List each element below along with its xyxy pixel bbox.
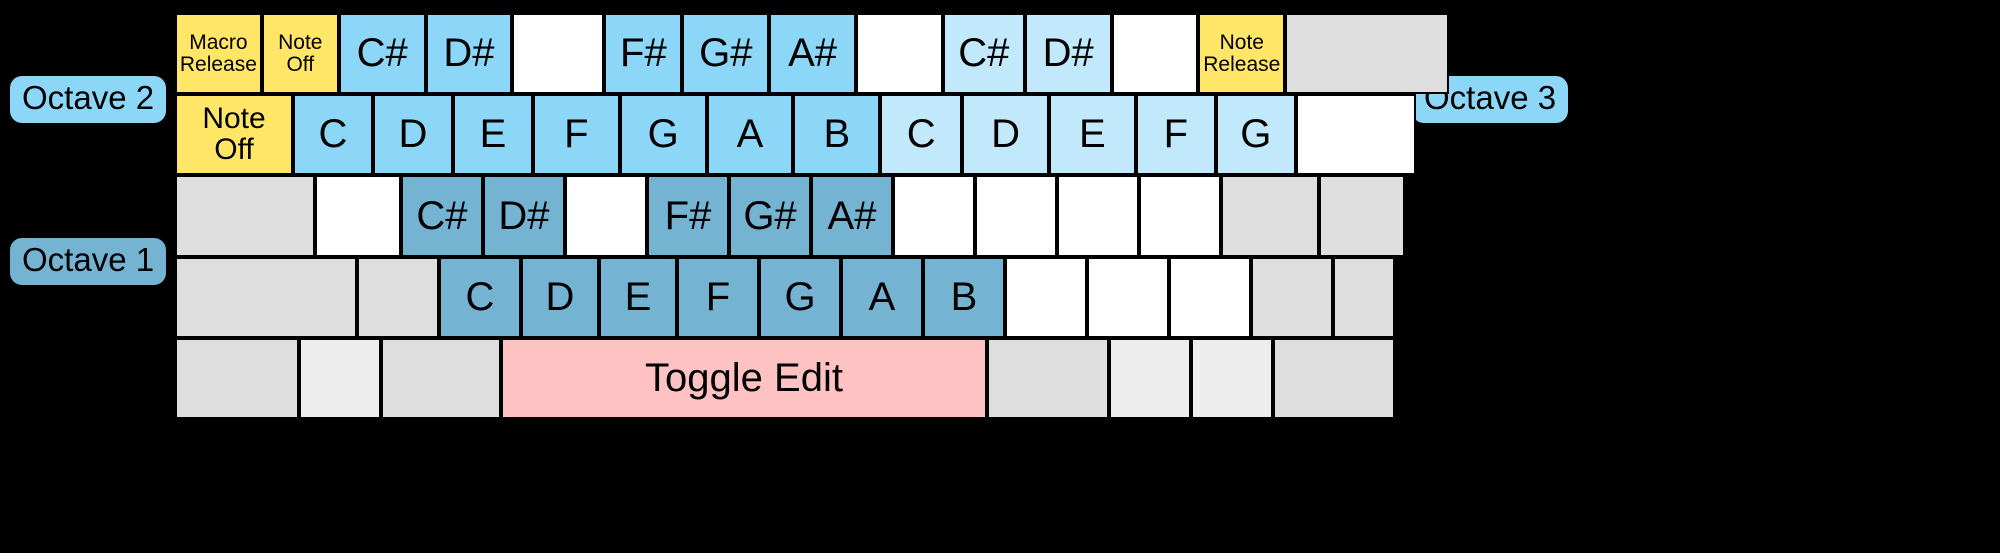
key-lower-naturals-blank-11 — [1169, 256, 1251, 338]
key-upper-sharps-blank-4 — [512, 13, 605, 95]
key-lower-naturals-c-2[interactable]: C — [439, 256, 521, 338]
key-lower-naturals-blank-9 — [1005, 256, 1087, 338]
key-bottom-toggle-edit-3[interactable]: Toggle Edit — [501, 337, 987, 419]
key-upper-sharps-note-release-12[interactable]: Note Release — [1198, 13, 1286, 95]
key-lower-naturals-g-6[interactable]: G — [759, 256, 841, 338]
key-lower-sharps-blank-10 — [1057, 175, 1139, 257]
key-lower-sharps-blank-0 — [175, 175, 315, 257]
key-lower-sharps-blank-9 — [975, 175, 1057, 257]
key-bottom-blank-7 — [1273, 337, 1395, 419]
key-lower-naturals-f-5[interactable]: F — [677, 256, 759, 338]
key-lower-naturals-blank-1 — [357, 256, 439, 338]
key-bottom-blank-6 — [1191, 337, 1273, 419]
key-upper-sharps-note-off-1[interactable]: Note Off — [261, 13, 339, 95]
octave-1-label: Octave 1 — [10, 238, 167, 285]
key-upper-sharps-d-sharp-10[interactable]: D# — [1024, 13, 1112, 95]
key-upper-sharps-macro-release-0[interactable]: Macro Release — [175, 13, 262, 95]
octave-2-label: Octave 2 — [10, 76, 167, 123]
key-lower-sharps-blank-13 — [1319, 175, 1405, 257]
key-upper-sharps-d-sharp-3[interactable]: D# — [425, 13, 513, 95]
key-lower-naturals-blank-13 — [1333, 256, 1395, 338]
key-upper-naturals-g-12[interactable]: G — [1215, 94, 1296, 176]
key-lower-sharps-blank-11 — [1139, 175, 1221, 257]
key-upper-sharps-c-sharp-9[interactable]: C# — [942, 13, 1025, 95]
key-lower-sharps-d-sharp-3[interactable]: D# — [483, 175, 565, 257]
key-lower-naturals-blank-10 — [1087, 256, 1169, 338]
key-bottom-blank-2 — [381, 337, 501, 419]
key-lower-naturals-a-7[interactable]: A — [841, 256, 923, 338]
key-lower-sharps-blank-4 — [565, 175, 647, 257]
key-upper-naturals-a-6[interactable]: A — [706, 94, 794, 176]
key-upper-sharps-a-sharp-7[interactable]: A# — [769, 13, 856, 95]
key-upper-sharps-c-sharp-2[interactable]: C# — [338, 13, 426, 95]
key-upper-sharps-blank-13 — [1285, 13, 1450, 95]
key-upper-naturals-e-10[interactable]: E — [1049, 94, 1136, 176]
key-lower-sharps-f-sharp-5[interactable]: F# — [647, 175, 729, 257]
key-bottom-blank-1 — [299, 337, 381, 419]
key-lower-naturals-blank-12 — [1251, 256, 1333, 338]
key-upper-naturals-note-off-0[interactable]: Note Off — [175, 94, 293, 176]
key-upper-naturals-b-7[interactable]: B — [793, 94, 881, 176]
key-upper-naturals-f-4[interactable]: F — [533, 94, 620, 176]
key-upper-naturals-c-8[interactable]: C — [880, 94, 963, 176]
key-lower-sharps-blank-12 — [1221, 175, 1319, 257]
key-bottom-blank-0 — [175, 337, 299, 419]
key-upper-naturals-e-3[interactable]: E — [453, 94, 533, 176]
key-lower-sharps-a-sharp-7[interactable]: A# — [811, 175, 893, 257]
key-lower-naturals-b-8[interactable]: B — [923, 256, 1005, 338]
key-lower-sharps-blank-1 — [315, 175, 401, 257]
key-bottom-blank-5 — [1109, 337, 1191, 419]
key-lower-naturals-blank-0 — [175, 256, 357, 338]
key-lower-naturals-e-4[interactable]: E — [599, 256, 677, 338]
key-upper-sharps-f-sharp-5[interactable]: F# — [604, 13, 683, 95]
key-upper-naturals-g-5[interactable]: G — [619, 94, 707, 176]
key-lower-sharps-g-sharp-6[interactable]: G# — [729, 175, 811, 257]
key-lower-sharps-blank-8 — [893, 175, 975, 257]
key-upper-naturals-blank-13 — [1295, 94, 1416, 176]
key-upper-naturals-f-11[interactable]: F — [1135, 94, 1216, 176]
key-bottom-blank-4 — [987, 337, 1109, 419]
key-upper-sharps-blank-11 — [1111, 13, 1199, 95]
key-upper-naturals-c-1[interactable]: C — [293, 94, 373, 176]
key-upper-sharps-g-sharp-6[interactable]: G# — [682, 13, 770, 95]
key-lower-sharps-c-sharp-2[interactable]: C# — [401, 175, 483, 257]
key-upper-sharps-blank-8 — [856, 13, 943, 95]
key-upper-naturals-d-2[interactable]: D — [373, 94, 453, 176]
key-lower-naturals-d-3[interactable]: D — [521, 256, 599, 338]
key-upper-naturals-d-9[interactable]: D — [962, 94, 1049, 176]
